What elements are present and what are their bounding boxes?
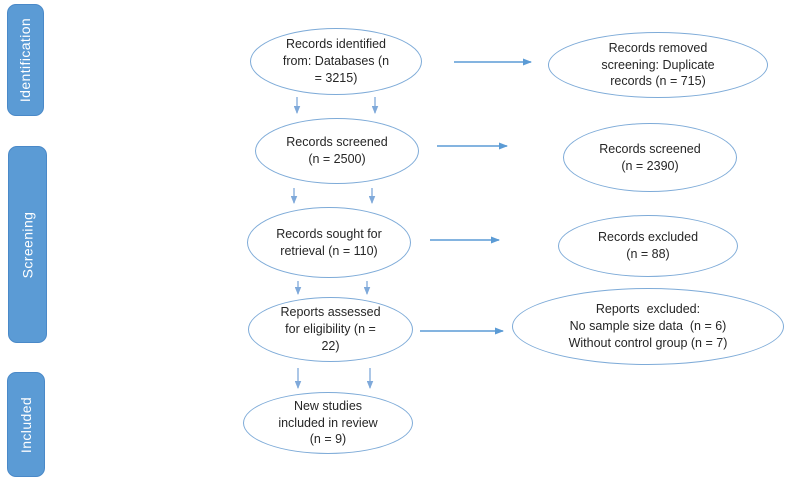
- node-right-records-screened: Records screened (n = 2390): [563, 123, 737, 192]
- stage-identification-label: Identification: [17, 17, 34, 103]
- stage-included-label: Included: [18, 396, 35, 453]
- arrows-identified-to-screened: [293, 97, 379, 114]
- node-records-identified-text: Records identified from: Databases (n = …: [282, 37, 390, 85]
- stage-included: Included: [7, 372, 45, 477]
- node-new-studies-included: New studies included in review (n = 9): [243, 392, 413, 454]
- node-records-screened-text: Records screened (n = 2500): [286, 135, 388, 166]
- arrows-screened-to-sought: [290, 188, 376, 204]
- node-records-sought: Records sought for retrieval (n = 110): [247, 207, 411, 278]
- stage-screening-label: Screening: [19, 211, 36, 278]
- arrows-sought-to-assessed: [294, 281, 371, 295]
- node-right-records-screened-text: Records screened (n = 2390): [599, 141, 701, 173]
- node-reports-assessed-text: Reports assessed for eligibility (n = 22…: [280, 305, 381, 353]
- stage-identification: Identification: [7, 4, 44, 116]
- node-records-removed-duplicates: Records removed screening: Duplicate rec…: [548, 32, 768, 98]
- node-records-removed-duplicates-text: Records removed screening: Duplicate rec…: [601, 40, 715, 89]
- node-reports-excluded-reasons-text: Reports excluded: No sample size data (n…: [568, 302, 728, 350]
- node-new-studies-included-text: New studies included in review (n = 9): [278, 398, 378, 447]
- arrows-assessed-to-included: [294, 368, 374, 389]
- node-records-excluded: Records excluded (n = 88): [558, 215, 738, 277]
- node-reports-excluded-reasons: Reports excluded: No sample size data (n…: [512, 288, 784, 365]
- node-records-identified: Records identified from: Databases (n = …: [250, 28, 422, 95]
- node-records-excluded-text: Records excluded (n = 88): [597, 230, 699, 261]
- node-reports-assessed: Reports assessed for eligibility (n = 22…: [248, 297, 413, 362]
- stage-screening: Screening: [8, 146, 47, 343]
- node-records-screened: Records screened (n = 2500): [255, 118, 419, 184]
- node-records-sought-text: Records sought for retrieval (n = 110): [276, 226, 382, 258]
